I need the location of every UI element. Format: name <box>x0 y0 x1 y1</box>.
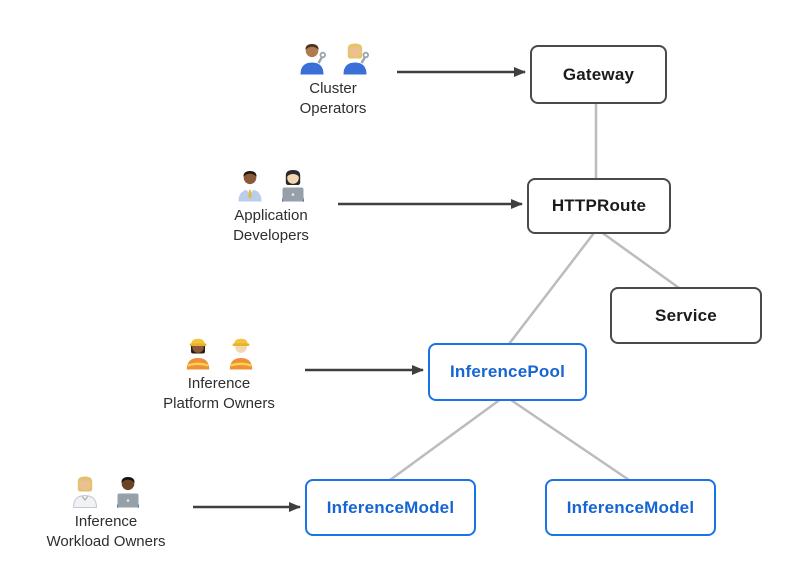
cluster-operators-emoji-group <box>248 37 418 77</box>
connector-inferencepool-inferencemodel-right <box>504 394 630 482</box>
woman-construction-worker-emoji-icon <box>186 338 209 370</box>
persona-label: Cluster Operators <box>299 80 367 117</box>
woman-mechanic-emoji-icon <box>343 43 369 75</box>
node-label: Gateway <box>562 64 635 84</box>
man-construction-worker-emoji-icon <box>229 338 252 370</box>
application-developers-emoji-group <box>186 164 356 204</box>
node-inferencepool: InferencePool <box>428 343 587 401</box>
node-httproute: HTTPRoute <box>527 178 671 234</box>
persona-inference-workload-owners: Inference Workload Owners <box>21 470 191 552</box>
persona-application-developers: Application Developers <box>186 164 356 246</box>
node-label: InferencePool <box>449 362 566 381</box>
man-mechanic-emoji-icon <box>300 44 326 75</box>
platform-owners-emoji-group <box>134 332 304 372</box>
node-service: Service <box>610 287 762 344</box>
persona-label: Inference Workload Owners <box>46 513 166 550</box>
scientist-emoji-icon <box>72 476 97 508</box>
connector-httproute-service <box>596 227 680 290</box>
node-label: HTTPRoute <box>551 196 647 215</box>
persona-cluster-operators: Cluster Operators <box>248 37 418 119</box>
node-label: InferenceModel <box>326 497 455 517</box>
persona-label: Application Developers <box>233 207 309 244</box>
node-label: Service <box>655 305 717 325</box>
connector-httproute-inferencepool <box>508 228 598 345</box>
man-office-worker-emoji-icon <box>238 171 261 202</box>
persona-label: Inference Platform Owners <box>163 375 275 412</box>
persona-inference-platform-owners: Inference Platform Owners <box>134 332 304 414</box>
woman-technologist-emoji-icon <box>281 170 304 202</box>
connector-inferencepool-inferencemodel-left <box>389 394 506 482</box>
node-inferencemodel-right: InferenceModel <box>545 479 716 536</box>
node-gateway: Gateway <box>530 45 667 104</box>
node-label: InferenceModel <box>566 497 695 517</box>
node-inferencemodel-left: InferenceModel <box>305 479 476 536</box>
workload-owners-emoji-group <box>21 470 191 510</box>
man-technologist-emoji-icon <box>116 477 139 508</box>
